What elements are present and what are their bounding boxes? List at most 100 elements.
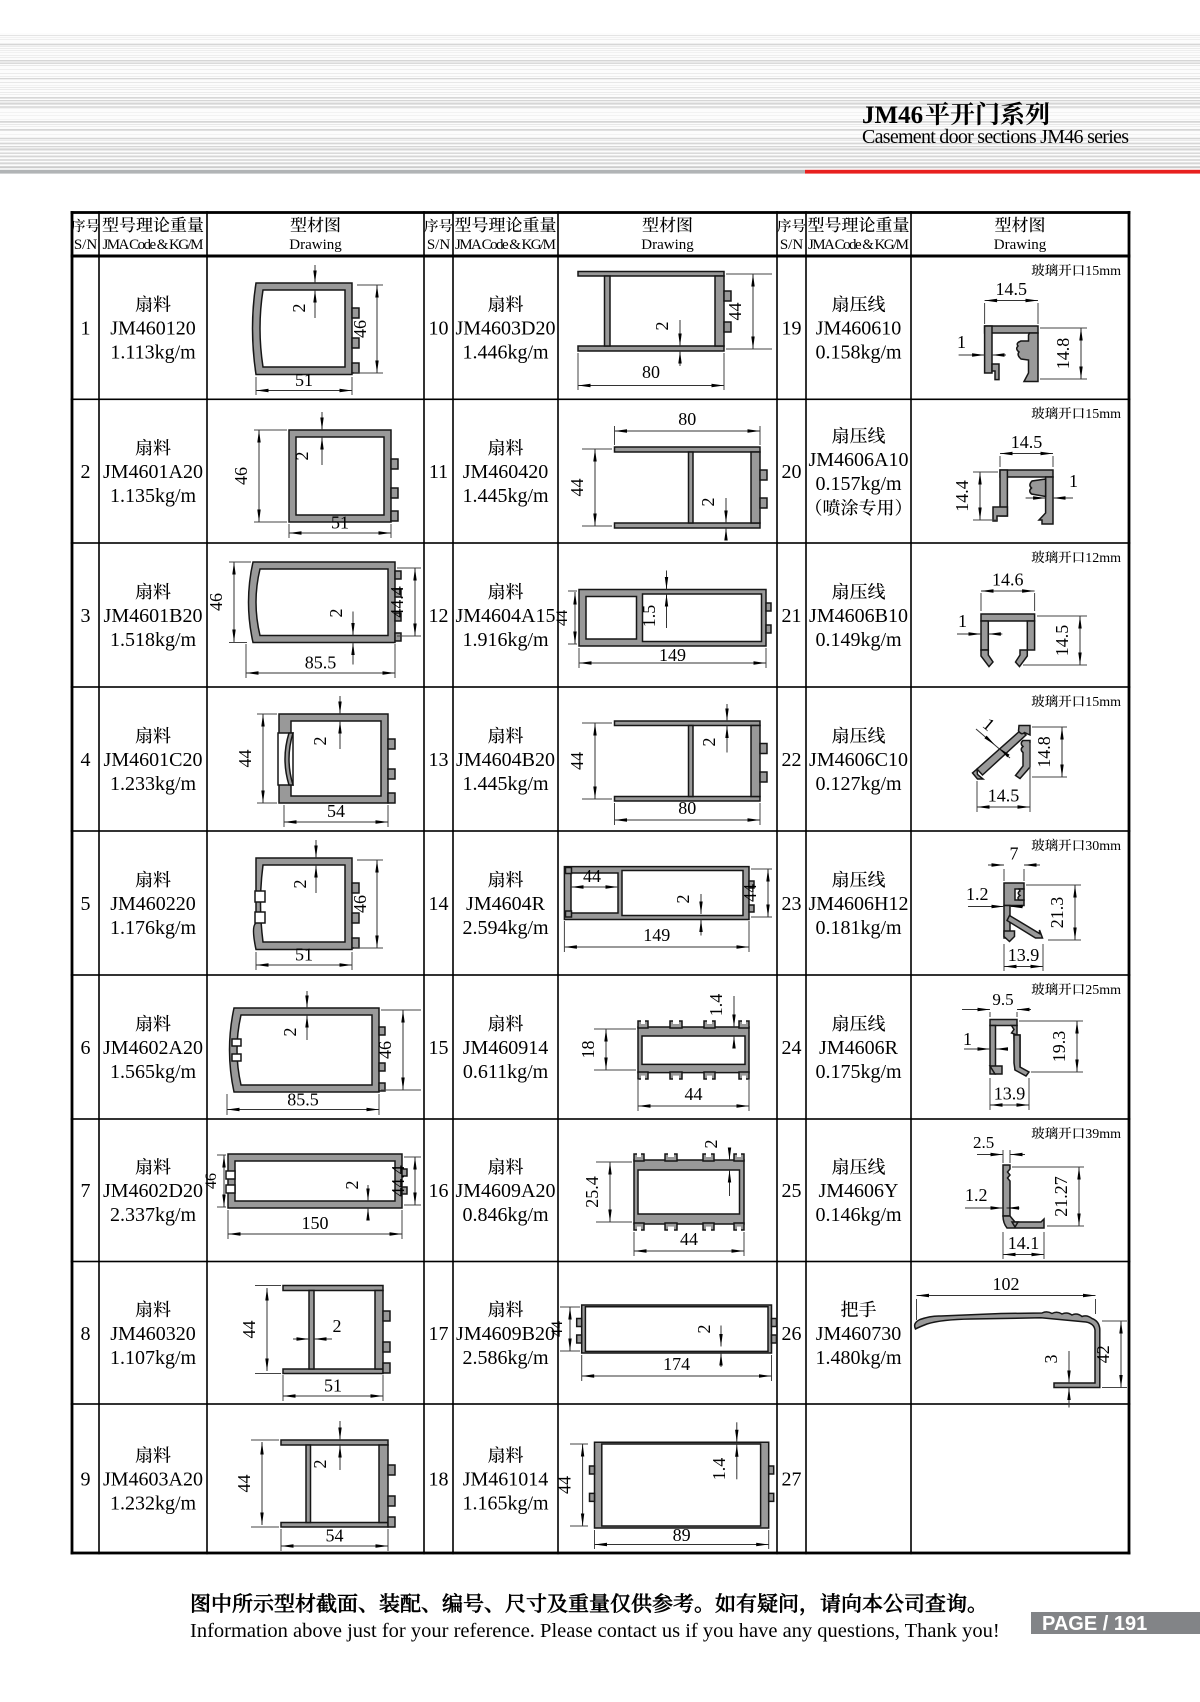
svg-text:14.6: 14.6 xyxy=(992,570,1024,590)
svg-text:14.5: 14.5 xyxy=(988,786,1020,806)
svg-text:JM4603D20: JM4603D20 xyxy=(455,318,555,340)
svg-text:44: 44 xyxy=(549,1321,566,1337)
svg-text:12: 12 xyxy=(429,605,449,627)
svg-text:JMA Code & KG/M: JMA Code & KG/M xyxy=(455,237,556,253)
svg-text:JM460610: JM460610 xyxy=(816,318,902,340)
svg-text:27: 27 xyxy=(782,1469,802,1491)
svg-text:JM4601B20: JM4601B20 xyxy=(104,605,203,627)
svg-text:Drawing: Drawing xyxy=(994,237,1047,253)
svg-text:S/N: S/N xyxy=(780,237,804,253)
svg-text:16: 16 xyxy=(429,1180,449,1202)
svg-text:13: 13 xyxy=(429,749,449,771)
svg-text:1.445kg/m: 1.445kg/m xyxy=(462,773,549,795)
svg-text:1.5: 1.5 xyxy=(639,605,659,628)
svg-text:18: 18 xyxy=(578,1041,598,1059)
svg-text:15: 15 xyxy=(429,1037,449,1059)
svg-text:2: 2 xyxy=(701,1140,721,1149)
svg-text:1: 1 xyxy=(1069,471,1078,491)
svg-text:JM4604R: JM4604R xyxy=(466,893,546,915)
svg-text:0.181kg/m: 0.181kg/m xyxy=(815,917,902,939)
svg-text:149: 149 xyxy=(659,645,686,665)
svg-text:44: 44 xyxy=(685,1084,703,1104)
svg-text:21: 21 xyxy=(782,605,802,627)
svg-text:3: 3 xyxy=(1041,1355,1061,1364)
svg-text:102: 102 xyxy=(993,1274,1020,1294)
svg-text:25.4: 25.4 xyxy=(582,1176,602,1208)
svg-text:2.337kg/m: 2.337kg/m xyxy=(110,1204,197,1226)
svg-text:JM460220: JM460220 xyxy=(110,893,196,915)
svg-text:80: 80 xyxy=(642,362,660,382)
svg-text:Casement door sections JM46 se: Casement door sections JM46 series xyxy=(862,126,1129,148)
svg-text:1.2: 1.2 xyxy=(965,1185,988,1205)
svg-text:0.146kg/m: 0.146kg/m xyxy=(815,1204,902,1226)
svg-text:14: 14 xyxy=(429,893,449,915)
svg-text:46: 46 xyxy=(350,895,370,913)
svg-text:25: 25 xyxy=(782,1180,802,1202)
svg-text:14.1: 14.1 xyxy=(1008,1233,1040,1253)
svg-text:15mm: 15mm xyxy=(1085,407,1121,422)
svg-text:46: 46 xyxy=(206,593,226,611)
svg-text:JM4606H12: JM4606H12 xyxy=(808,893,908,915)
svg-text:1.518kg/m: 1.518kg/m xyxy=(110,629,197,651)
svg-text:9.5: 9.5 xyxy=(992,990,1013,1009)
svg-text:8: 8 xyxy=(81,1323,91,1345)
svg-text:JM4609A20: JM4609A20 xyxy=(455,1180,555,1202)
svg-text:174: 174 xyxy=(663,1354,690,1374)
svg-text:149: 149 xyxy=(643,925,670,945)
svg-text:46: 46 xyxy=(203,1173,220,1189)
svg-text:54: 54 xyxy=(326,1526,344,1546)
svg-text:1.107kg/m: 1.107kg/m xyxy=(110,1347,197,1369)
svg-text:JM4606A10: JM4606A10 xyxy=(808,449,908,471)
svg-text:80: 80 xyxy=(678,798,696,818)
svg-text:2: 2 xyxy=(694,1325,714,1334)
svg-text:2: 2 xyxy=(342,1181,362,1190)
svg-text:1.165kg/m: 1.165kg/m xyxy=(462,1493,549,1515)
svg-text:6: 6 xyxy=(81,1037,91,1059)
svg-text:1: 1 xyxy=(81,318,91,340)
svg-text:1.4: 1.4 xyxy=(706,994,726,1017)
svg-text:2: 2 xyxy=(326,609,346,618)
svg-text:30mm: 30mm xyxy=(1085,839,1121,854)
svg-text:9: 9 xyxy=(81,1469,91,1491)
svg-text:19: 19 xyxy=(782,318,802,340)
svg-text:20: 20 xyxy=(782,461,802,483)
svg-text:2: 2 xyxy=(280,1028,300,1037)
svg-text:JM460320: JM460320 xyxy=(110,1323,196,1345)
svg-text:JM46: JM46 xyxy=(862,102,923,129)
svg-text:0.175kg/m: 0.175kg/m xyxy=(815,1061,902,1083)
svg-text:4: 4 xyxy=(81,749,91,771)
svg-text:5: 5 xyxy=(81,893,91,915)
svg-text:JM4604A15: JM4604A15 xyxy=(455,605,555,627)
svg-text:44: 44 xyxy=(239,1321,259,1339)
svg-text:2: 2 xyxy=(310,1460,330,1469)
svg-text:1.446kg/m: 1.446kg/m xyxy=(462,342,549,364)
svg-text:44: 44 xyxy=(740,884,760,902)
svg-text:26: 26 xyxy=(782,1323,802,1345)
svg-text:JM4603A20: JM4603A20 xyxy=(103,1469,203,1491)
svg-text:46: 46 xyxy=(375,1041,395,1059)
svg-text:0.157kg/m: 0.157kg/m xyxy=(815,473,902,495)
svg-text:1.176kg/m: 1.176kg/m xyxy=(110,917,197,939)
svg-text:JM4604B20: JM4604B20 xyxy=(456,749,555,771)
svg-text:JM460730: JM460730 xyxy=(816,1323,902,1345)
svg-text:0.846kg/m: 0.846kg/m xyxy=(462,1204,549,1226)
svg-text:54: 54 xyxy=(327,801,345,821)
svg-text:150: 150 xyxy=(302,1213,329,1233)
svg-text:2: 2 xyxy=(292,452,312,461)
svg-text:0.149kg/m: 0.149kg/m xyxy=(815,629,902,651)
svg-text:17: 17 xyxy=(429,1323,449,1345)
svg-text:15mm: 15mm xyxy=(1085,695,1121,710)
svg-text:JM460914: JM460914 xyxy=(463,1037,549,1059)
svg-text:85.5: 85.5 xyxy=(305,653,337,673)
svg-text:46: 46 xyxy=(231,467,251,485)
svg-text:14.4: 14.4 xyxy=(952,480,972,512)
svg-text:15mm: 15mm xyxy=(1085,264,1121,279)
svg-text:2.5: 2.5 xyxy=(973,1133,994,1152)
svg-text:14.8: 14.8 xyxy=(1053,338,1073,370)
svg-text:3: 3 xyxy=(81,605,91,627)
svg-text:JM4606B10: JM4606B10 xyxy=(809,605,908,627)
svg-text:2: 2 xyxy=(310,737,330,746)
svg-text:JM4606R: JM4606R xyxy=(819,1037,899,1059)
svg-text:89: 89 xyxy=(673,1525,691,1545)
svg-text:42: 42 xyxy=(1093,1345,1113,1363)
